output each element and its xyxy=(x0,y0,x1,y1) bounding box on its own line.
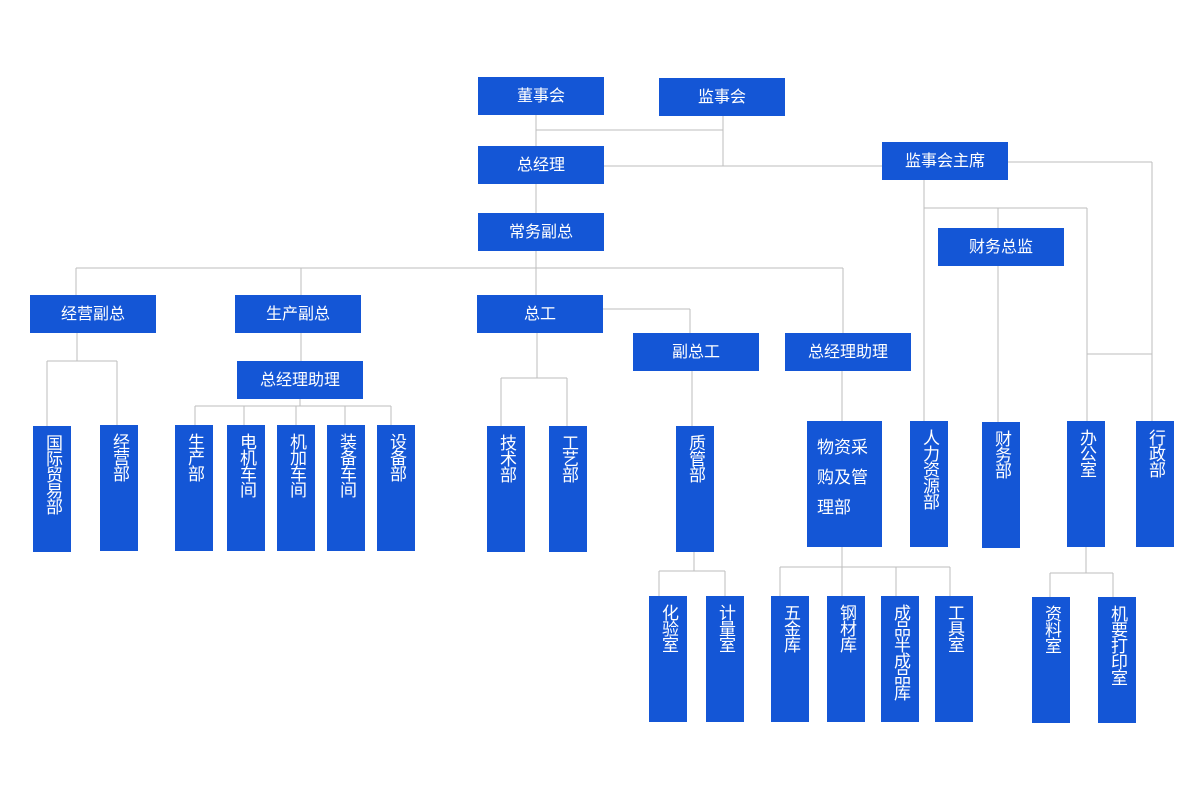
node-hr-dept[interactable]: 人力资源部 xyxy=(910,421,948,547)
node-production-dept[interactable]: 生产部 xyxy=(175,425,213,551)
node-finance-dept[interactable]: 财务部 xyxy=(982,422,1020,548)
node-print-room[interactable]: 机要打印室 xyxy=(1098,597,1136,723)
node-tech-dept[interactable]: 技术部 xyxy=(487,426,525,552)
node-office[interactable]: 办公室 xyxy=(1067,421,1105,547)
node-board[interactable]: 董事会 xyxy=(478,77,604,115)
node-tool-room[interactable]: 工具室 xyxy=(935,596,973,722)
node-general-manager[interactable]: 总经理 xyxy=(478,146,604,184)
node-gm-assistant-production[interactable]: 总经理助理 xyxy=(237,361,363,399)
node-exec-vp[interactable]: 常务副总 xyxy=(478,213,604,251)
node-lab[interactable]: 化验室 xyxy=(649,596,687,722)
node-gm-assistant[interactable]: 总经理助理 xyxy=(785,333,911,371)
node-cfo[interactable]: 财务总监 xyxy=(938,228,1064,266)
node-intl-trade[interactable]: 国际贸易部 xyxy=(33,426,71,552)
node-hardware-store[interactable]: 五金库 xyxy=(771,596,809,722)
node-deputy-chief-engineer[interactable]: 副总工 xyxy=(633,333,759,371)
node-assembly-workshop[interactable]: 装备车间 xyxy=(327,425,365,551)
node-archive-room[interactable]: 资料室 xyxy=(1032,597,1070,723)
node-supervisory-board[interactable]: 监事会 xyxy=(659,78,785,116)
node-metrology[interactable]: 计量室 xyxy=(706,596,744,722)
node-admin-dept[interactable]: 行政部 xyxy=(1136,421,1174,547)
node-equipment-dept[interactable]: 设备部 xyxy=(377,425,415,551)
node-procurement-dept[interactable]: 物资采购及管理部 xyxy=(807,421,882,547)
node-machining-workshop[interactable]: 机加车间 xyxy=(277,425,315,551)
node-motor-workshop[interactable]: 电机车间 xyxy=(227,425,265,551)
node-vp-business[interactable]: 经营副总 xyxy=(30,295,156,333)
node-supervisory-chair[interactable]: 监事会主席 xyxy=(882,142,1008,180)
node-chief-engineer[interactable]: 总工 xyxy=(477,295,603,333)
node-quality-dept[interactable]: 质管部 xyxy=(676,426,714,552)
node-product-store[interactable]: 成品半成品库 xyxy=(881,596,919,722)
node-business-dept[interactable]: 经营部 xyxy=(100,425,138,551)
node-steel-store[interactable]: 钢材库 xyxy=(827,596,865,722)
node-vp-production[interactable]: 生产副总 xyxy=(235,295,361,333)
node-process-dept[interactable]: 工艺部 xyxy=(549,426,587,552)
